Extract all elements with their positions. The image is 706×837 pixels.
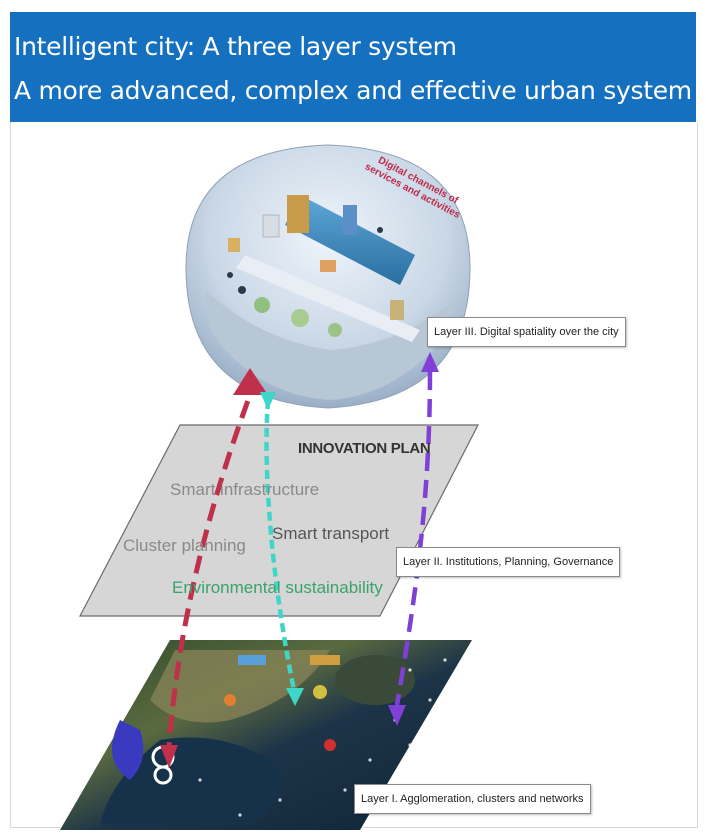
dome-tree [328, 323, 342, 337]
plan-item-cluster-planning: Cluster planning [123, 536, 246, 555]
cyan-arrow-head-down [286, 688, 304, 706]
dome-person [377, 227, 383, 233]
dome-floor [205, 290, 455, 400]
dome-tree [291, 309, 309, 327]
red-arrow-head-up [233, 368, 268, 395]
agglomeration-map [60, 640, 472, 830]
map-blue-region [112, 720, 144, 780]
red-arrow-line [165, 394, 253, 761]
dome-building [262, 214, 280, 238]
cyan-arrow-head-up [260, 392, 276, 410]
map-marker [238, 655, 266, 665]
map-water [100, 737, 282, 825]
dome-person [238, 286, 246, 294]
red-dashed-arrow [160, 368, 268, 768]
slide-header: Intelligent city: A three layer system A… [10, 12, 696, 122]
dome-water [285, 195, 415, 285]
innovation-plan-title: INNOVATION PLAN [298, 440, 431, 457]
map-ring [153, 765, 173, 785]
red-arrow-head-down [160, 745, 178, 768]
dome-building [343, 205, 357, 235]
slide-title: Intelligent city: A three layer system [14, 32, 457, 61]
dome-building [320, 260, 336, 272]
innovation-plan-plane [79, 424, 479, 617]
dome-person [227, 272, 233, 278]
slide-subtitle: A more advanced, complex and effective u… [14, 76, 692, 105]
cyan-dashed-arrow [260, 392, 304, 706]
dome-road [236, 255, 420, 342]
map-marker [310, 655, 340, 665]
plan-item-smart-transport: Smart transport [272, 524, 390, 543]
digital-dome [185, 144, 471, 409]
plan-item-environmental-sustainability: Environmental sustainability [172, 578, 383, 597]
dome-building [228, 238, 240, 252]
dome-kiosk [390, 300, 404, 320]
purple-arrow-head-down [388, 705, 406, 726]
dome-building [287, 195, 309, 233]
map-forest [335, 655, 415, 705]
layer-3-label: Layer III. Digital spatiality over the c… [427, 317, 626, 347]
cyan-arrow-line [264, 399, 298, 696]
layer-1-label: Layer I. Agglomeration, clusters and net… [354, 784, 591, 814]
purple-arrow-head-up [421, 352, 439, 372]
layer-2-label: Layer II. Institutions, Planning, Govern… [396, 547, 621, 577]
map-dot [313, 685, 327, 699]
plan-item-smart-infrastructure: Smart infrastructure [170, 480, 320, 499]
map-dot [224, 694, 236, 706]
dome-tree [254, 297, 270, 313]
map-landmass [150, 650, 330, 723]
map-dot [324, 739, 336, 751]
